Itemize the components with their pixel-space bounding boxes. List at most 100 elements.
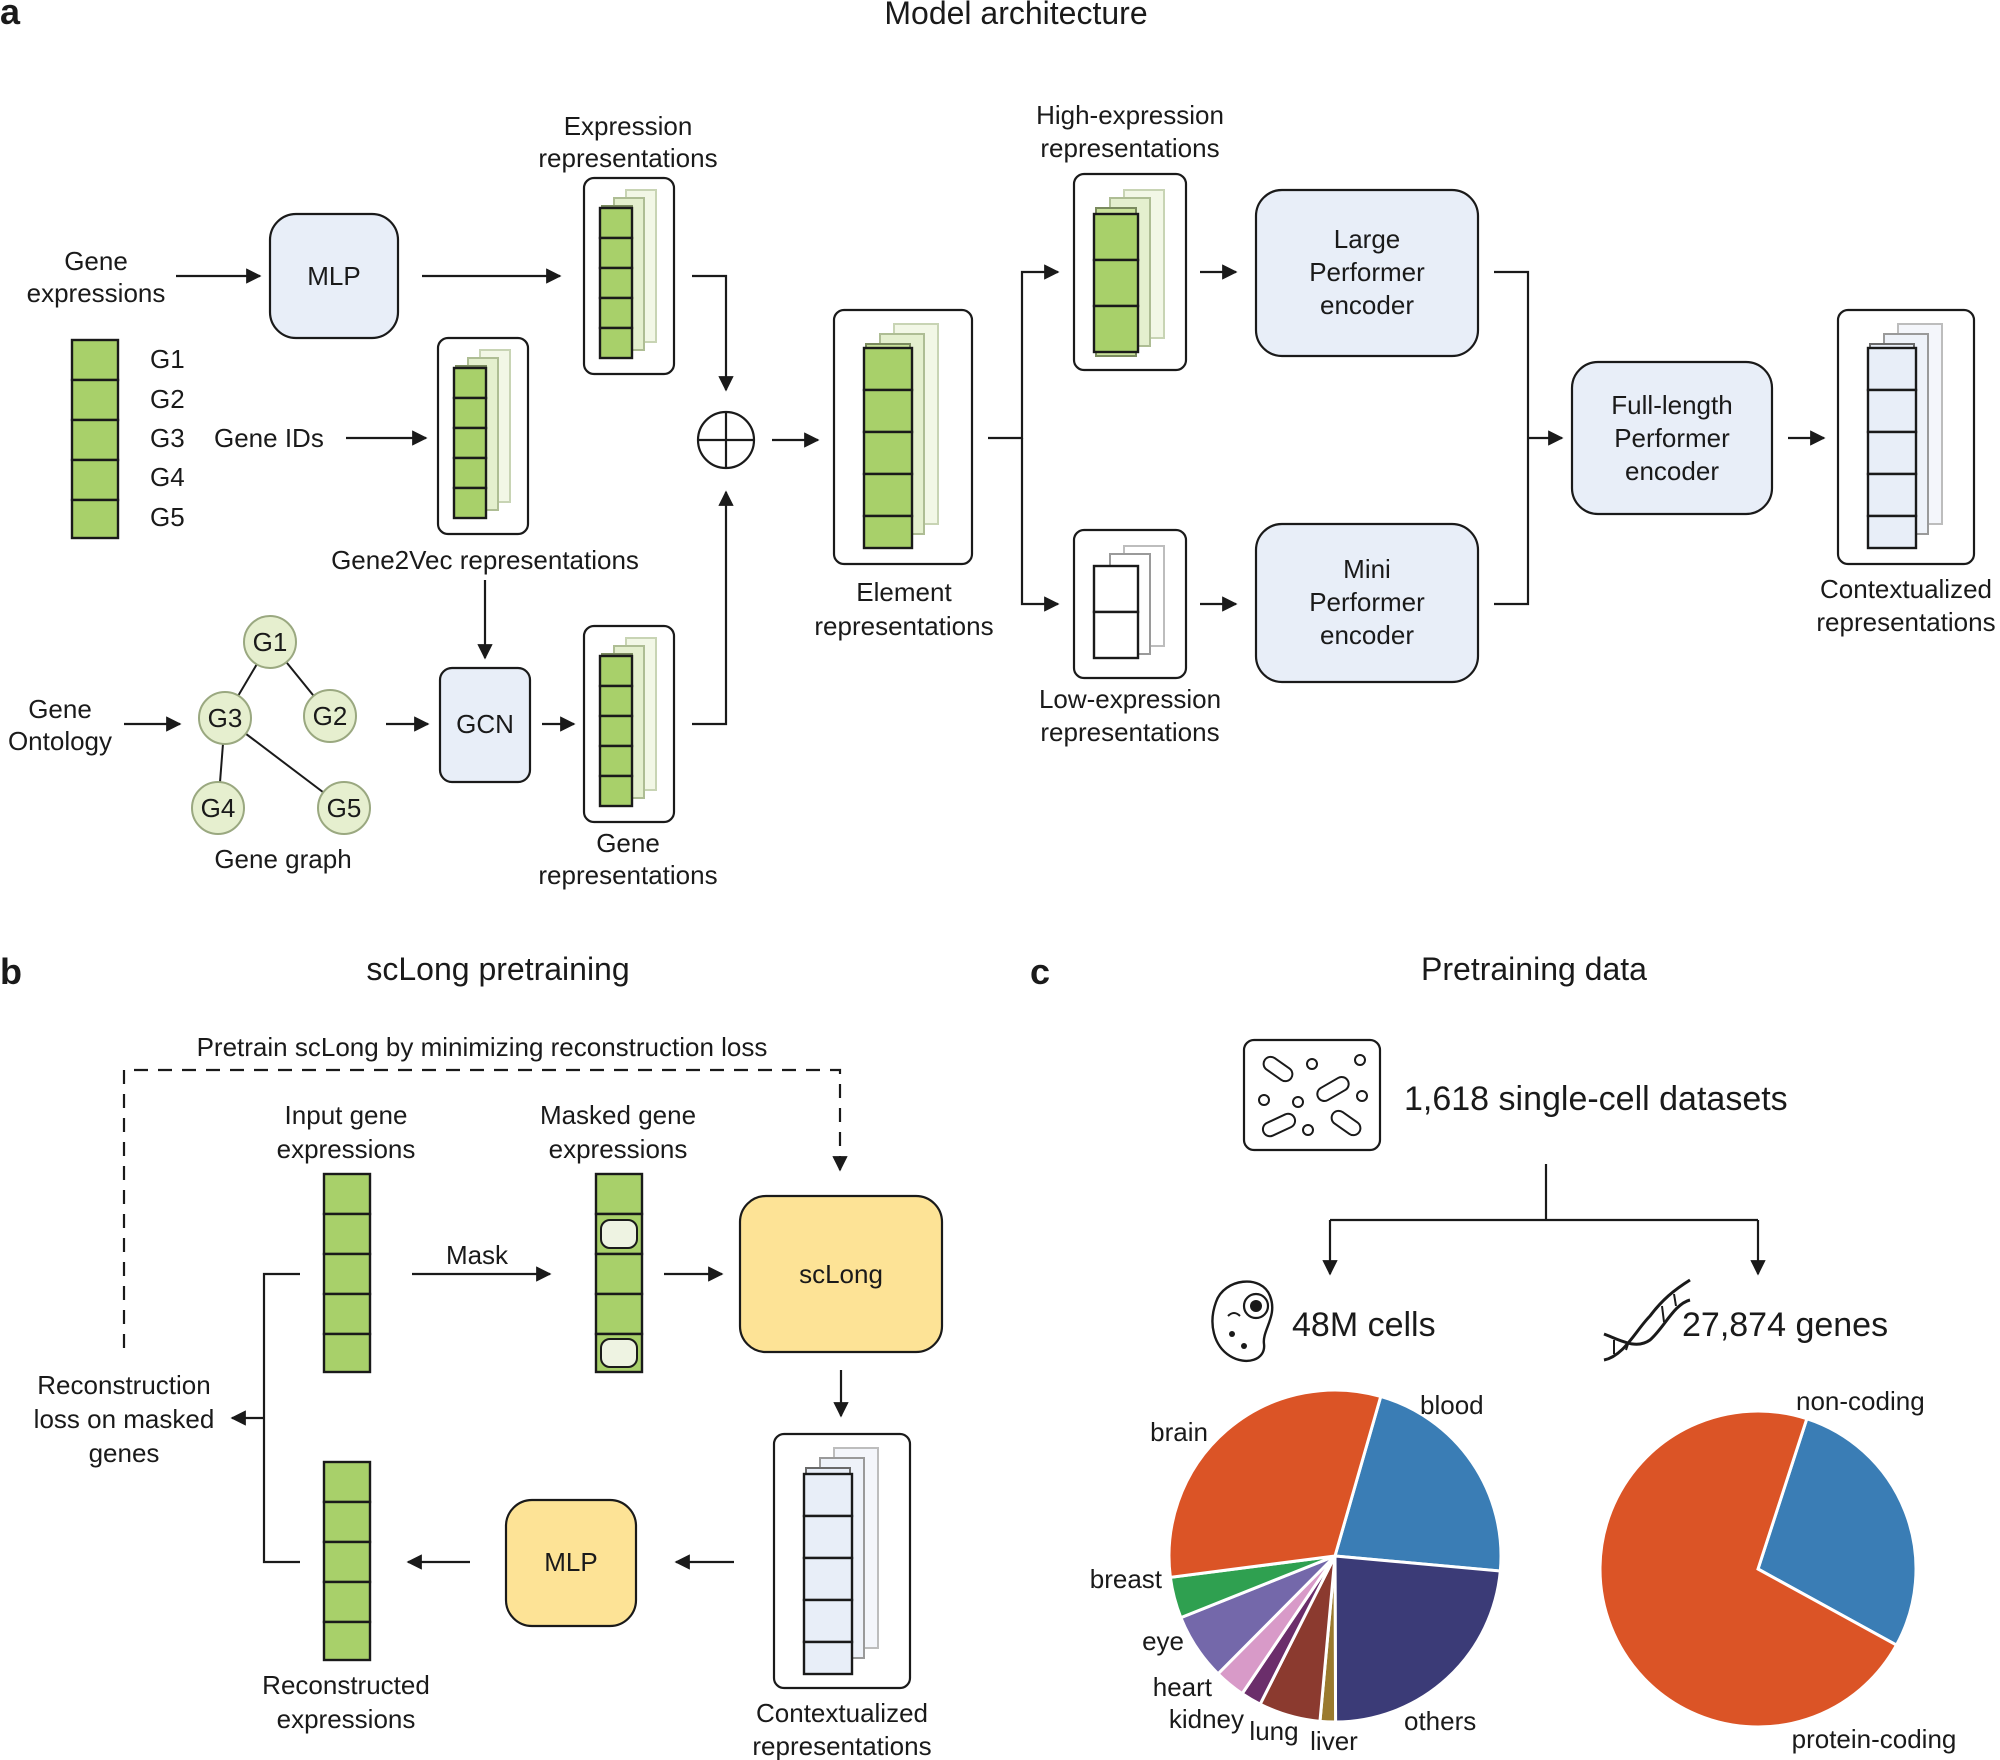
gene-repr-label-2: representations	[538, 860, 717, 890]
dna-icon	[1603, 1278, 1691, 1362]
element-repr-label-2: representations	[814, 611, 993, 641]
pie-slice-blood	[1333, 1394, 1503, 1573]
panel-a-title: Model architecture	[884, 0, 1147, 31]
large-encoder-label-3: encoder	[1320, 290, 1414, 320]
sclong-label: scLong	[799, 1259, 883, 1289]
low-expr-repr-label-1: Low-expression	[1039, 684, 1221, 714]
mini-encoder-label-2: Performer	[1309, 587, 1425, 617]
input-gene-expression-vector	[322, 1172, 372, 1374]
expression-representations-stack	[582, 176, 676, 376]
pie-label-eye: eye	[1142, 1626, 1184, 1656]
pie-label-blood: blood	[1420, 1390, 1484, 1420]
pie-label-protein-coding: protein-coding	[1792, 1724, 1957, 1754]
masked-gene-expression-vector	[594, 1172, 644, 1374]
high-expression-representations-stack	[1072, 172, 1188, 372]
gcn-box	[438, 666, 532, 784]
mini-performer-encoder-box	[1254, 522, 1480, 684]
gene-label-g3: G3	[150, 423, 185, 453]
graph-node-g2	[303, 689, 357, 743]
petri-dish-icon	[1242, 1038, 1382, 1152]
pie-cells: bloodothersliverlungkidneyhearteyebreast…	[1090, 1388, 1503, 1756]
panel-a: a Model architecture Gene expressions G1…	[0, 0, 1996, 890]
pie-slice-brain	[1167, 1388, 1383, 1580]
gene-graph-label: Gene graph	[214, 844, 351, 874]
input-gene-expr-label-1: Input gene	[285, 1100, 408, 1130]
masked-gene-expr-label-2: expressions	[549, 1134, 688, 1164]
masked-gene-expr-label-1: Masked gene	[540, 1100, 696, 1130]
datasets-label: 1,618 single-cell datasets	[1404, 1080, 1788, 1118]
graph-node-g3	[198, 691, 252, 745]
panel-c-title: Pretraining data	[1421, 951, 1647, 987]
large-performer-encoder-box	[1254, 188, 1480, 358]
large-encoder-label-2: Performer	[1309, 257, 1425, 287]
sum-operator	[696, 410, 756, 470]
gene-label-g4: G4	[150, 462, 185, 492]
graph-node-label-g4: G4	[201, 793, 236, 823]
gene-ontology-label-1: Gene	[28, 694, 92, 724]
full-encoder-label-1: Full-length	[1611, 390, 1732, 420]
contextualized-representations-stack-b	[772, 1432, 912, 1690]
gene-ids-label: Gene IDs	[214, 423, 324, 453]
element-repr-label-1: Element	[856, 577, 952, 607]
mlp-box-b	[504, 1498, 638, 1628]
gene-label-g5: G5	[150, 502, 185, 532]
recon-loss-label-1: Reconstruction	[37, 1370, 210, 1400]
panel-b-title: scLong pretraining	[366, 951, 629, 987]
graph-node-label-g5: G5	[327, 793, 362, 823]
recon-loss-label-2: loss on masked	[34, 1404, 215, 1434]
gene-representations-stack	[582, 624, 676, 824]
mlp-label-b: MLP	[544, 1547, 597, 1577]
low-expr-repr-label-2: representations	[1040, 717, 1219, 747]
gene-label-g1: G1	[150, 344, 185, 374]
recon-expr-label-2: expressions	[277, 1704, 416, 1734]
element-representations-stack	[832, 308, 974, 566]
full-encoder-label-2: Performer	[1614, 423, 1730, 453]
full-length-performer-encoder-box	[1570, 360, 1774, 516]
mini-encoder-label-1: Mini	[1343, 554, 1391, 584]
gene-repr-label-1: Gene	[596, 828, 660, 858]
gcn-label: GCN	[456, 709, 514, 739]
pie-label-non-coding: non-coding	[1796, 1386, 1925, 1416]
mlp-box	[268, 212, 400, 340]
full-encoder-label-3: encoder	[1625, 456, 1719, 486]
graph-node-g5	[317, 781, 371, 835]
graph-node-label-g3: G3	[208, 703, 243, 733]
mask-label: Mask	[446, 1240, 509, 1270]
pie-label-others: others	[1404, 1706, 1476, 1736]
cells-label: 48M cells	[1292, 1306, 1436, 1344]
contextualized-repr-label-a-1: Contextualized	[1820, 574, 1992, 604]
large-encoder-label-1: Large	[1334, 224, 1401, 254]
high-expr-repr-label-2: representations	[1040, 133, 1219, 163]
low-expression-representations-stack	[1072, 528, 1188, 680]
contextualized-repr-label-a-2: representations	[1816, 607, 1995, 637]
pie-slice-non-coding	[1756, 1416, 1918, 1648]
gene2vec-representations-stack	[436, 336, 530, 536]
contextualized-repr-label-b-2: representations	[752, 1731, 931, 1760]
contextualized-representations-stack-a	[1836, 308, 1976, 566]
graph-node-label-g2: G2	[313, 701, 348, 731]
panel-c-letter: c	[1030, 951, 1050, 992]
pie-label-breast: breast	[1090, 1564, 1163, 1594]
recon-expr-label-1: Reconstructed	[262, 1670, 430, 1700]
gene-ontology-label-2: Ontology	[8, 726, 112, 756]
sclong-box	[738, 1194, 944, 1354]
gene-label-g2: G2	[150, 384, 185, 414]
pie-label-liver: liver	[1310, 1726, 1358, 1756]
contextualized-repr-label-b-1: Contextualized	[756, 1698, 928, 1728]
pie-slice-others	[1333, 1554, 1502, 1724]
pie-label-kidney: kidney	[1169, 1704, 1244, 1734]
recon-loss-label-3: genes	[89, 1438, 160, 1468]
pie-label-heart: heart	[1153, 1672, 1213, 1702]
expression-repr-label-2: representations	[538, 143, 717, 173]
gene-expression-vector	[70, 338, 120, 540]
cell-icon	[1211, 1280, 1274, 1363]
panel-c: c Pretraining data 1,618 single-cell dat…	[1030, 951, 1956, 1756]
panel-b-letter: b	[0, 951, 22, 992]
pie-genes: non-coding protein-coding	[1598, 1386, 1957, 1754]
panel-b: b scLong pretraining Pretrain scLong by …	[0, 951, 944, 1760]
panel-a-letter: a	[0, 0, 21, 32]
expression-repr-label-1: Expression	[564, 111, 693, 141]
gene2vec-repr-label: Gene2Vec representations	[331, 545, 639, 575]
gene-expressions-label-1: Gene	[64, 246, 128, 276]
